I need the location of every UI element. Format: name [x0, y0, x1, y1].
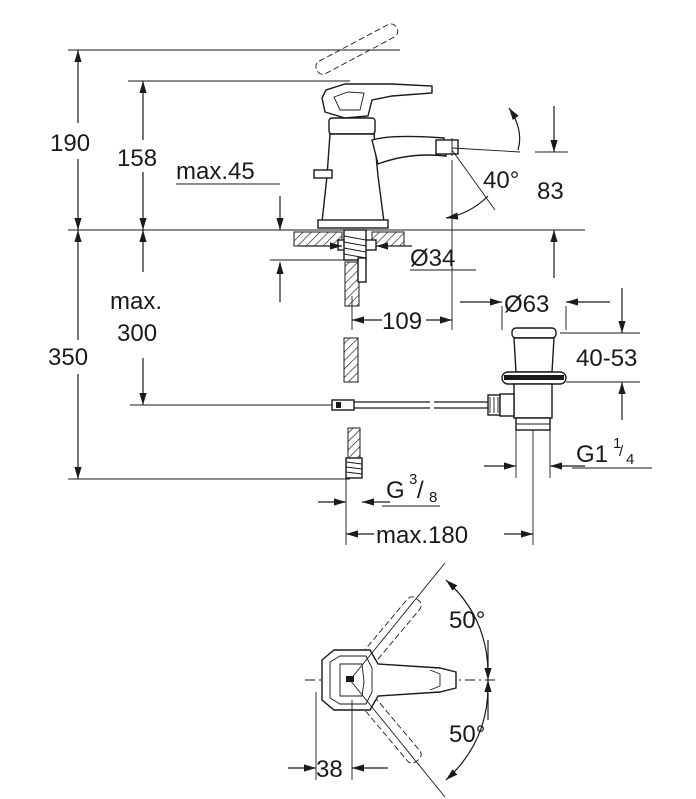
lever-handle	[321, 83, 433, 119]
dim-50deg-up-label: 50°	[449, 607, 485, 634]
svg-text:G1: G1	[576, 441, 608, 468]
dim-109-label: 109	[382, 308, 422, 335]
dim-4053-label: 40-53	[576, 345, 637, 372]
dim-38-label: 38	[316, 756, 343, 783]
svg-text:4: 4	[626, 451, 634, 468]
tap-spout	[371, 135, 447, 165]
svg-text:3: 3	[409, 471, 417, 488]
svg-text:G: G	[386, 477, 405, 504]
dim-40deg-label: 40°	[483, 167, 519, 194]
spray-axis-tilt	[451, 149, 496, 211]
dim-max45-label: max.45	[176, 158, 255, 185]
svg-text:/: /	[619, 443, 624, 460]
lever-top-view	[321, 649, 457, 711]
dim-83-label: 83	[537, 178, 564, 205]
dim-34-label: Ø34	[410, 245, 455, 272]
svg-text:/: /	[417, 477, 424, 504]
deck-section	[293, 229, 405, 479]
dim-40deg-arc	[508, 107, 521, 151]
dim-g38-label: G 3 / 8	[386, 471, 437, 506]
waste-assembly	[499, 327, 567, 431]
dim-max300-label-line1: max.	[110, 288, 162, 315]
dim-g114-label: G1 1 / 4	[576, 435, 634, 468]
dim-50deg-down-label: 50°	[449, 721, 485, 748]
dim-max300-label-line2: 300	[117, 320, 157, 347]
dim-190-label: 190	[50, 130, 90, 157]
dim-63-label: Ø63	[504, 291, 549, 318]
svg-text:8: 8	[429, 489, 437, 506]
dim-158-label: 158	[117, 145, 157, 172]
pop-up-rod	[331, 394, 501, 416]
tap-body	[313, 23, 459, 229]
top-view: 50° 50° 38	[288, 562, 495, 798]
side-view: 190 158 max.45	[40, 23, 652, 549]
svg-text:1: 1	[613, 435, 621, 452]
dim-max180-label: max.180	[376, 522, 468, 549]
spray-axis	[451, 147, 521, 153]
dim-350-label: 350	[48, 344, 88, 371]
